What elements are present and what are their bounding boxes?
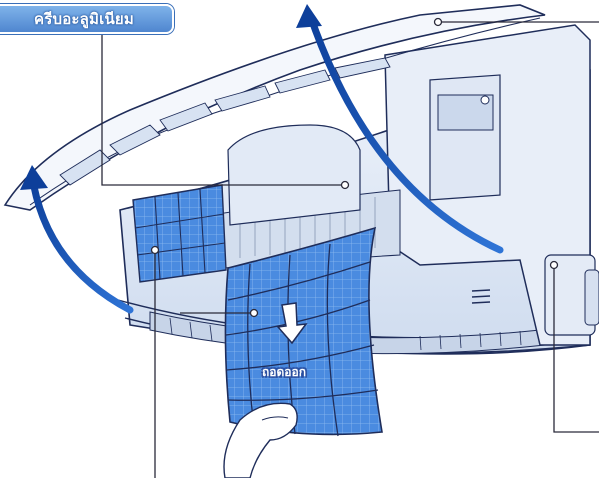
remove-label: ถอดออก (250, 363, 318, 382)
right-arrow-head (296, 4, 322, 28)
aluminium-fin-label: ครีบอะลูมิเนียม (34, 7, 134, 31)
aluminium-fin-callout: ครีบอะลูมิเนียม (0, 4, 174, 34)
left-air-filter (133, 185, 226, 282)
